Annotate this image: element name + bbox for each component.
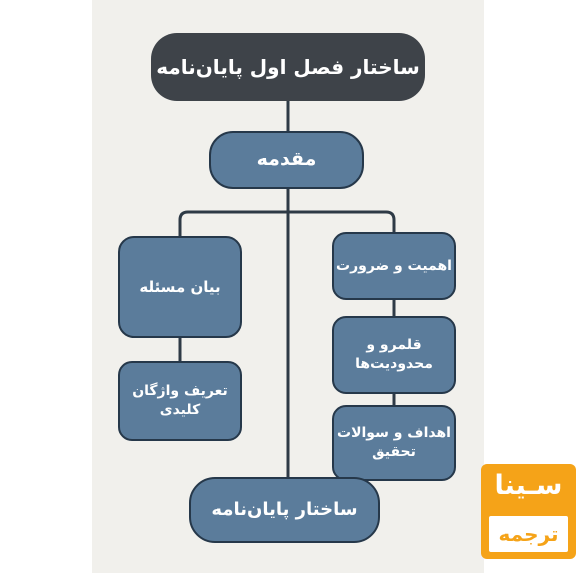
branch-left-line — [178, 210, 290, 238]
scope-limitations-node: قلمرو و محدودیت‌ها — [332, 316, 456, 394]
intro-node: مقدمه — [209, 131, 364, 189]
problem-statement-node: بیان مسئله — [118, 236, 242, 338]
objectives-questions-node: اهداف و سوالات تحقیق — [332, 405, 456, 481]
importance-node: اهمیت و ضرورت — [332, 232, 456, 300]
logo-top-text: سـینا — [494, 470, 563, 501]
branch-right-line — [286, 210, 396, 234]
thesis-structure-node: ساختار پایان‌نامه — [189, 477, 380, 543]
sina-tarjome-logo: سـینا ترجمه — [481, 464, 576, 559]
diagram-title: ساختار فصل اول پایان‌نامه — [151, 33, 425, 101]
key-terms-node: تعریف واژگان کلیدی — [118, 361, 242, 441]
logo-bottom-text: ترجمه — [489, 516, 568, 552]
